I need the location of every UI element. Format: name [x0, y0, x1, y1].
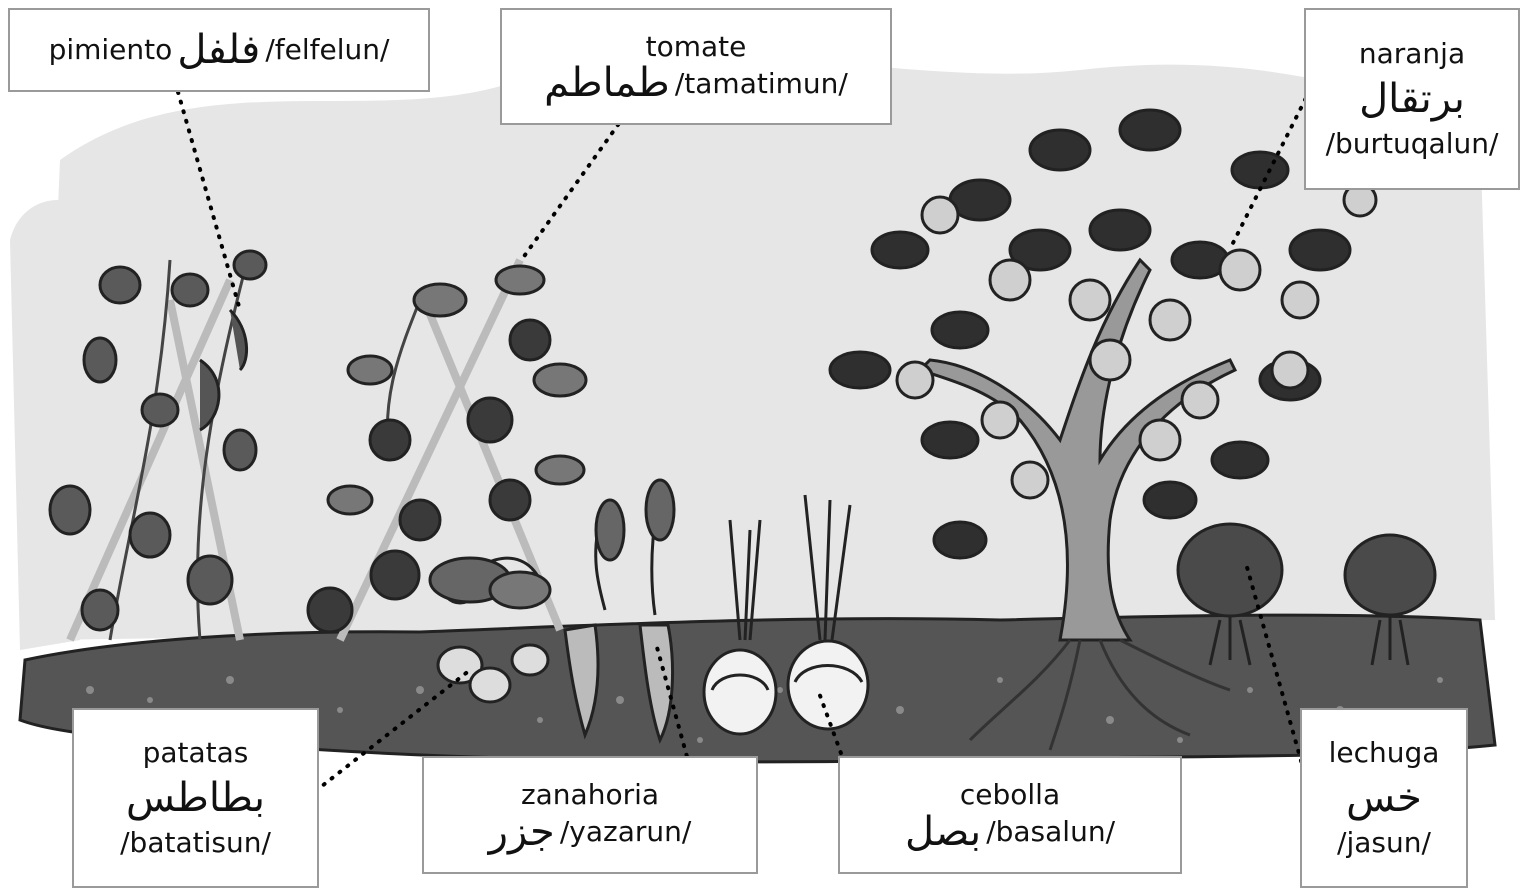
label-patatas-arabic: بطاطس: [126, 778, 265, 818]
label-pimiento-arabic: فلفل: [177, 30, 260, 70]
label-patatas-transliteration: /batatisun/: [120, 826, 271, 860]
label-zanahoria-arabic: جزر: [489, 812, 555, 852]
label-tomate-spanish: tomate: [646, 30, 747, 64]
label-patatas: patatas بطاطس /batatisun/: [72, 708, 319, 888]
label-patatas-spanish: patatas: [143, 736, 249, 770]
label-pimiento-spanish: pimiento: [49, 33, 173, 67]
label-cebolla-arabic: بصل: [905, 812, 981, 852]
label-naranja-arabic: برتقال: [1359, 79, 1465, 119]
label-naranja: naranja برتقال /burtuqalun/: [1304, 8, 1520, 190]
label-pimiento-transliteration: /felfelun/: [265, 33, 389, 67]
label-naranja-spanish: naranja: [1359, 37, 1465, 71]
label-lechuga-arabic: خس: [1346, 778, 1422, 818]
label-lechuga-transliteration: /jasun/: [1337, 826, 1431, 860]
label-cebolla-spanish: cebolla: [960, 778, 1060, 812]
label-lechuga-spanish: lechuga: [1329, 736, 1440, 770]
label-zanahoria-spanish: zanahoria: [521, 778, 659, 812]
label-naranja-transliteration: /burtuqalun/: [1326, 127, 1499, 161]
sky-background-left: [10, 200, 90, 650]
label-pimiento: pimiento فلفل /felfelun/: [8, 8, 430, 92]
label-tomate: tomate طماطم /tamatimun/: [500, 8, 892, 125]
label-cebolla: cebolla بصل /basalun/: [838, 756, 1182, 874]
label-lechuga: lechuga خس /jasun/: [1300, 708, 1468, 888]
label-cebolla-transliteration: /basalun/: [986, 815, 1115, 849]
label-zanahoria: zanahoria جزر /yazarun/: [422, 756, 758, 874]
label-tomate-transliteration: /tamatimun/: [675, 67, 848, 101]
label-zanahoria-transliteration: /yazarun/: [560, 815, 691, 849]
label-tomate-arabic: طماطم: [544, 63, 670, 103]
